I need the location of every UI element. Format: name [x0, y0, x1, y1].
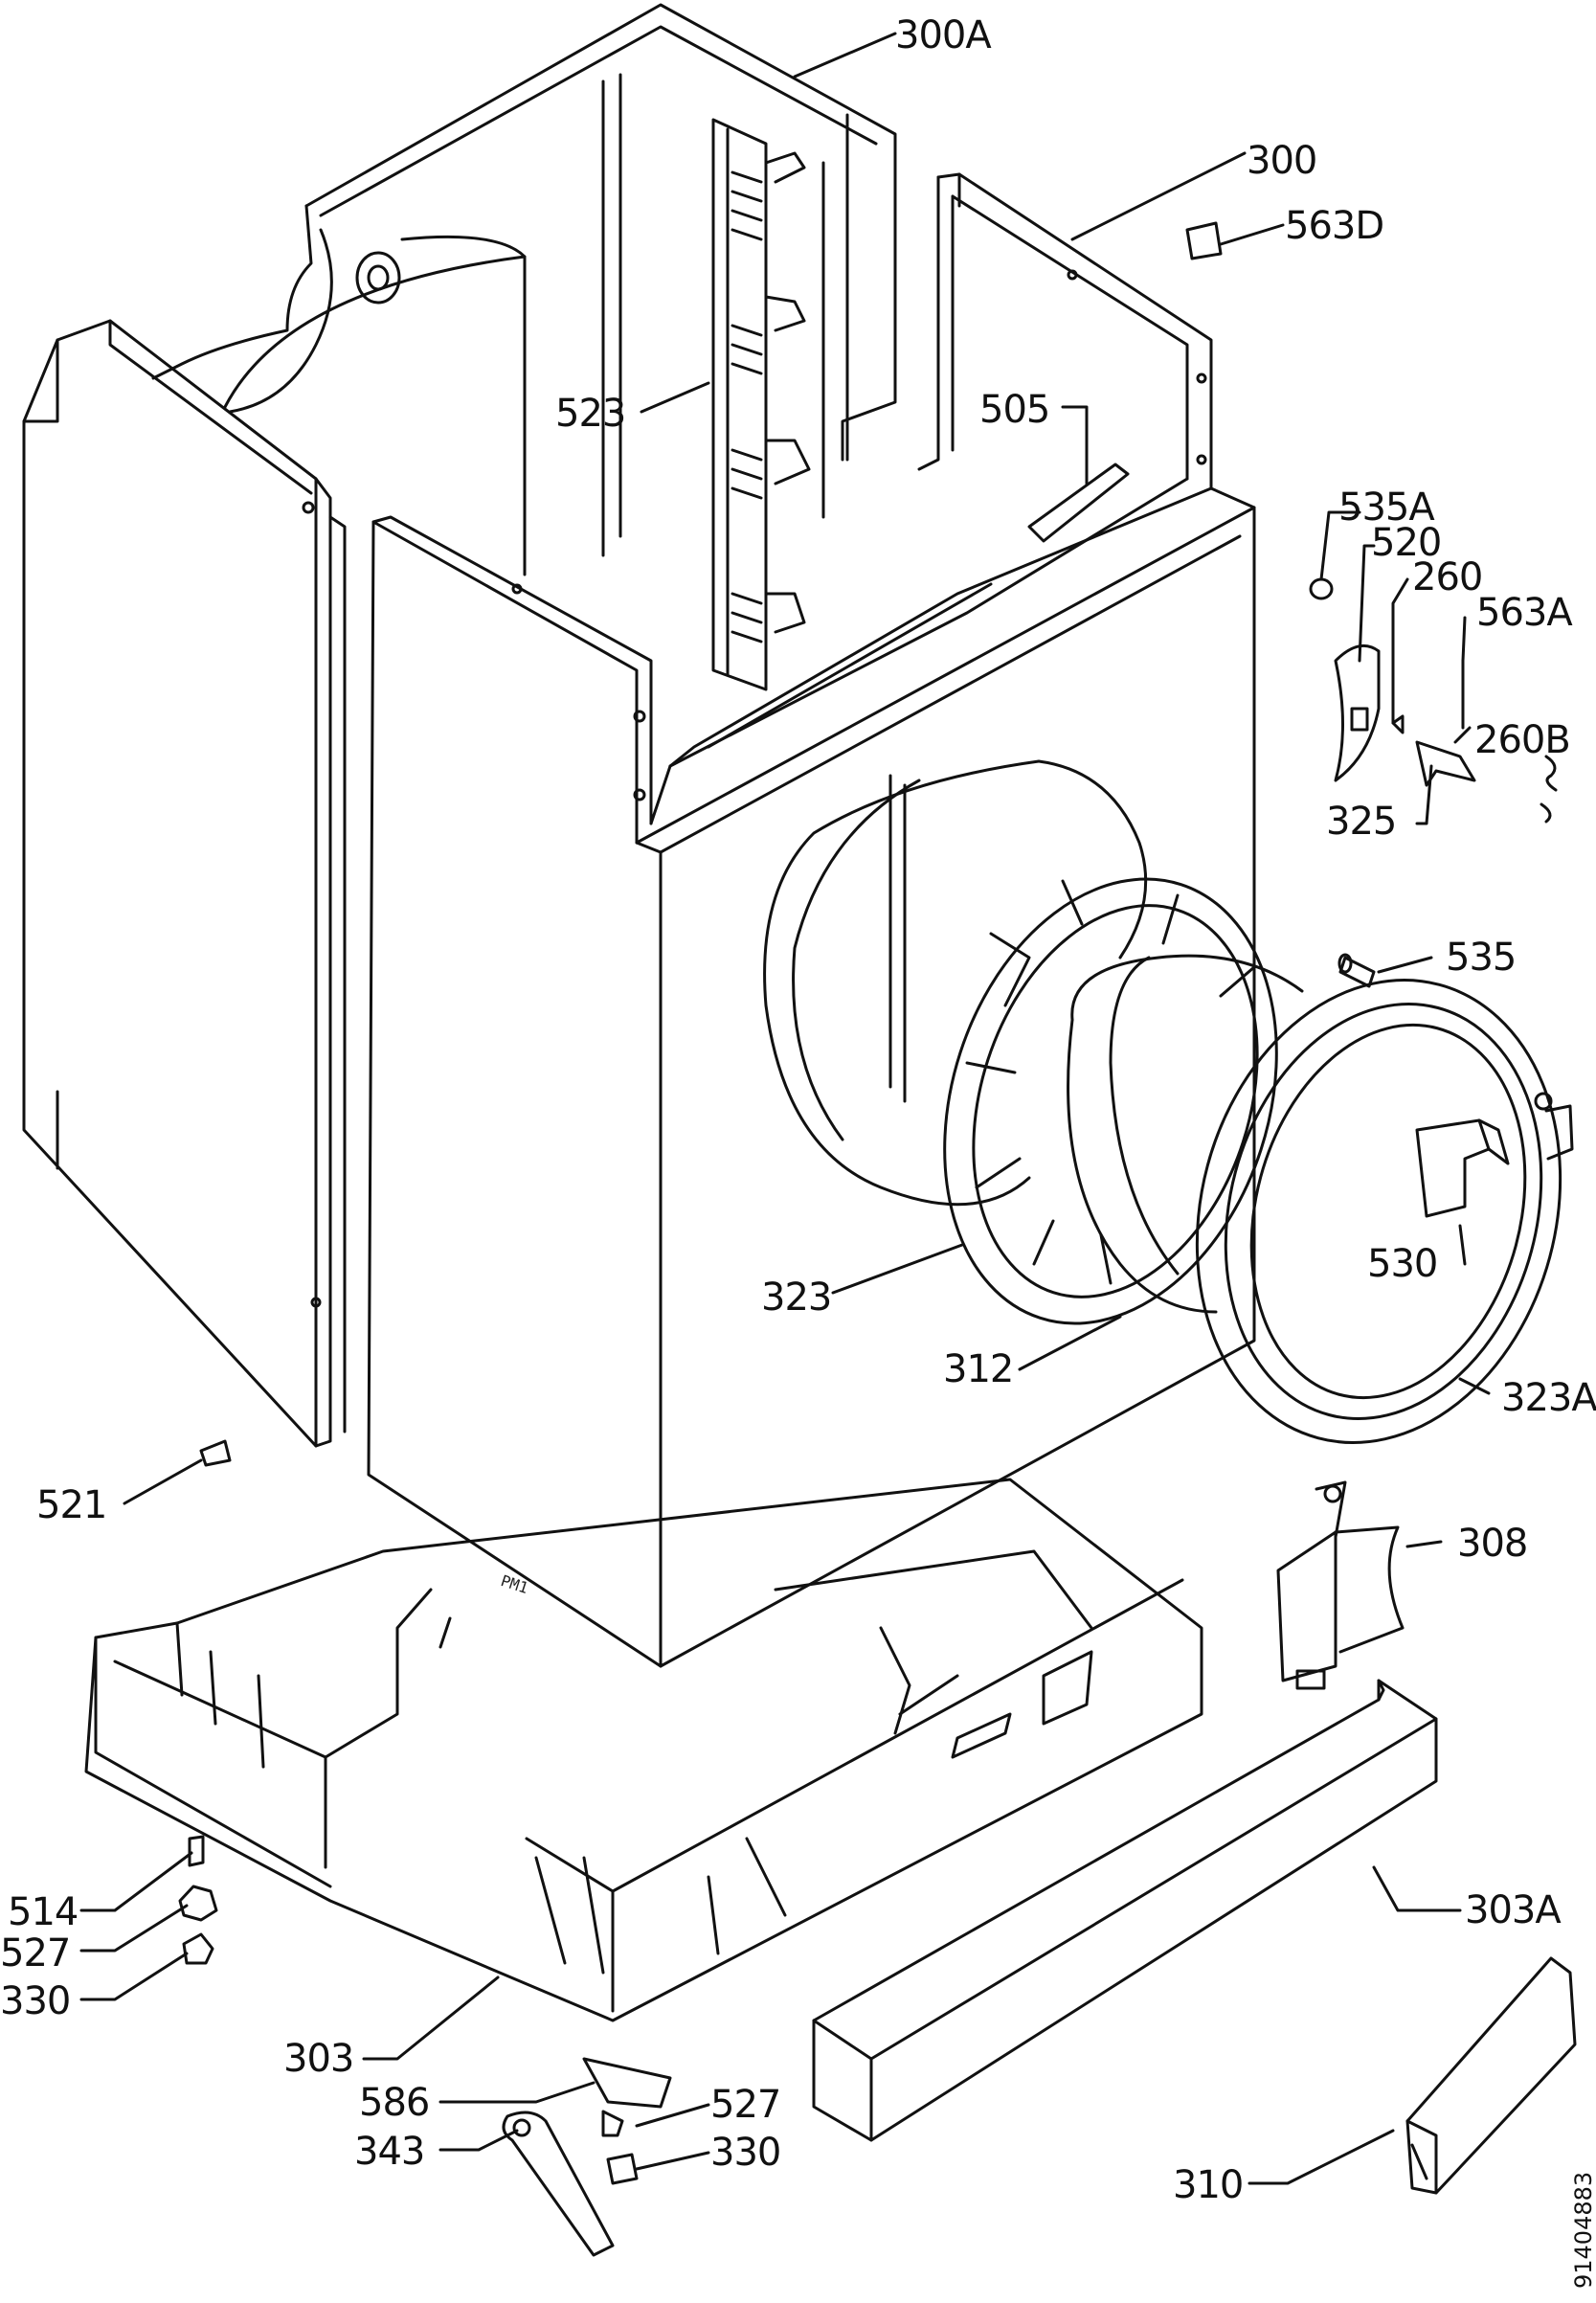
- part-535A: [1309, 577, 1334, 600]
- rear-bracket-part: [711, 118, 811, 691]
- label-563D: 563D: [1285, 204, 1384, 248]
- part-586: [582, 2057, 672, 2109]
- label-330-left: 330: [0, 1979, 71, 2023]
- part-527-right: [601, 2110, 624, 2137]
- label-323: 323: [761, 1276, 832, 1320]
- label-330-right: 330: [710, 2131, 781, 2175]
- part-330-right: [606, 2153, 639, 2185]
- label-325: 325: [1326, 800, 1397, 844]
- part-505: [1027, 463, 1130, 543]
- label-310: 310: [1173, 2163, 1244, 2207]
- feet-and-tools-group: [178, 1835, 672, 2257]
- label-323A: 323A: [1501, 1376, 1596, 1420]
- part-527-left: [178, 1885, 218, 1922]
- label-523: 523: [555, 392, 626, 436]
- label-300: 300: [1247, 139, 1317, 183]
- part-325: [1415, 740, 1476, 787]
- label-303A: 303A: [1465, 1888, 1562, 1932]
- kick-plate-part: [812, 1679, 1438, 2142]
- front-cabinet-part: [367, 477, 1256, 1668]
- label-308: 308: [1457, 1522, 1528, 1566]
- small-parts-group: [199, 221, 1223, 1467]
- left-side-panel-part: [22, 319, 347, 1448]
- base-frame-part: [84, 1478, 1203, 2022]
- part-343: [502, 2111, 615, 2257]
- document-number: 91404883: [1570, 2171, 1596, 2289]
- rear-panel-part: [151, 3, 897, 576]
- label-300A: 300A: [895, 13, 992, 57]
- label-520: 520: [1371, 521, 1442, 565]
- part-514: [188, 1835, 205, 1867]
- filter-cover-part: [1405, 1956, 1577, 2195]
- door-handle-part: [1415, 1118, 1510, 1218]
- leader-lines: [79, 32, 1491, 2185]
- label-260B: 260B: [1474, 718, 1571, 762]
- label-521: 521: [36, 1483, 107, 1527]
- label-527-left: 527: [0, 1931, 71, 1976]
- label-260: 260: [1412, 555, 1483, 599]
- hinge-pin-part: [1337, 953, 1376, 988]
- part-260B: [1540, 755, 1558, 824]
- label-514: 514: [8, 1890, 79, 1934]
- part-330-left: [182, 1932, 214, 1965]
- right-side-panel-part: [917, 172, 1213, 490]
- part-563D: [1185, 221, 1223, 260]
- label-530: 530: [1367, 1242, 1438, 1286]
- hinge-part: [1276, 1480, 1405, 1690]
- label-343: 343: [354, 2130, 425, 2174]
- door-frame-part: [1195, 979, 1574, 1444]
- label-312: 312: [943, 1347, 1014, 1391]
- label-586: 586: [359, 2081, 430, 2125]
- label-527-right: 527: [710, 2083, 781, 2127]
- part-260: [1391, 714, 1405, 734]
- label-563A: 563A: [1476, 591, 1573, 635]
- part-521: [199, 1439, 232, 1467]
- front-ring-part: [943, 877, 1278, 1325]
- part-520: [1334, 643, 1381, 782]
- label-535A: 535A: [1338, 485, 1435, 530]
- label-303: 303: [283, 2037, 354, 2081]
- label-505: 505: [979, 388, 1050, 432]
- door-bowl-part: [1067, 954, 1304, 1314]
- lock-parts-group: [1309, 577, 1558, 824]
- label-535: 535: [1446, 936, 1517, 980]
